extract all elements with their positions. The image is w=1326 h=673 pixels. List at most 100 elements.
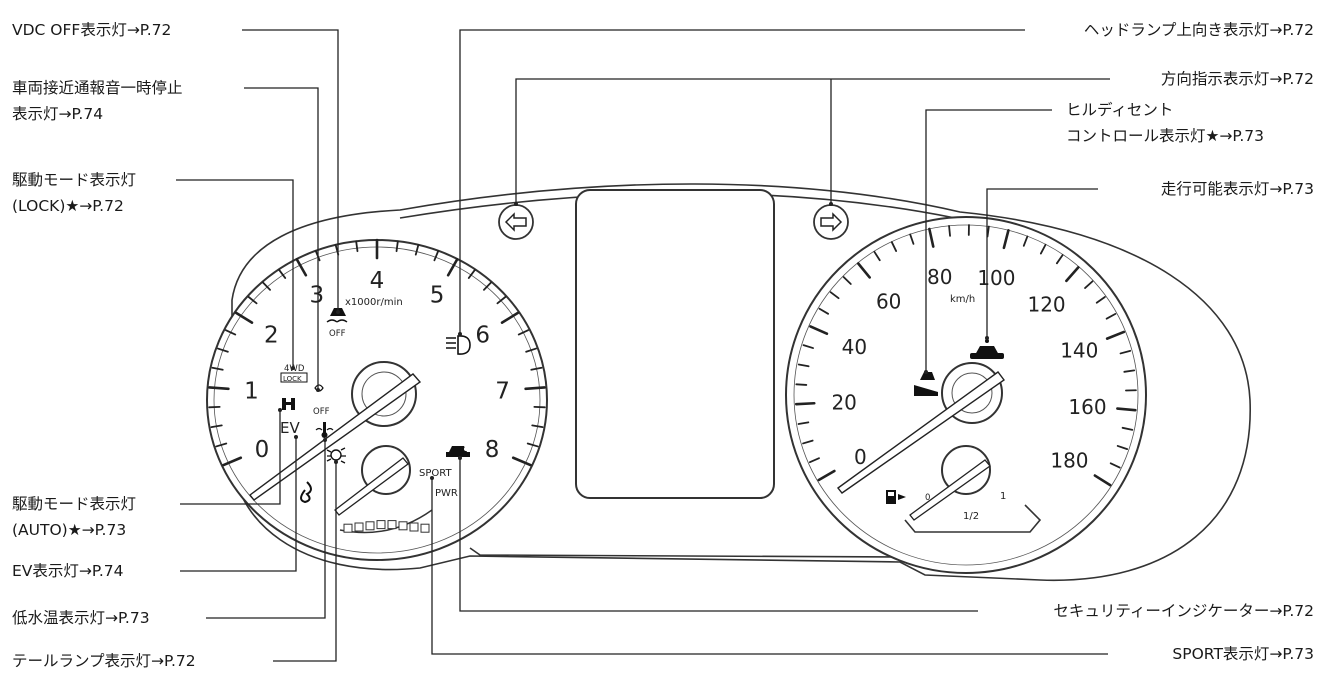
- tacho-tick: [526, 442, 539, 448]
- tacho-tick: [446, 258, 459, 277]
- power-needle: [334, 457, 409, 516]
- tacho-number: 4: [370, 268, 385, 294]
- label-vehicle-approach: 車両接近通報音一時停止 表示灯→P.74: [12, 79, 183, 123]
- tacho-needle: [248, 373, 422, 501]
- speedo-number: 140: [1060, 339, 1098, 363]
- speedo-number: 80: [927, 265, 952, 289]
- fuel-half: 1/2: [963, 511, 979, 522]
- center-display: [575, 189, 775, 499]
- fuel-arc: [904, 504, 1042, 533]
- power-segment: [420, 523, 430, 533]
- speedo-number: 180: [1050, 449, 1088, 473]
- speedo-number: 100: [977, 266, 1015, 290]
- speedo-tick: [1105, 330, 1126, 340]
- speedo-tick: [842, 276, 852, 285]
- low-water-temp-icon: [315, 422, 334, 438]
- eco-icon: [300, 481, 312, 504]
- tacho-tick: [215, 442, 228, 448]
- tacho-tick: [278, 269, 287, 279]
- leader-dots: [278, 202, 989, 480]
- svg-text:LOCK: LOCK: [283, 375, 302, 383]
- label-tail-lamp: テールランプ表示灯→P.72: [12, 652, 196, 670]
- pwr-label: PWR: [435, 488, 458, 499]
- speedo-tick: [794, 401, 816, 406]
- tacho-ticks: [208, 238, 546, 467]
- leader-turn: [515, 78, 1110, 204]
- turn-signal-right-icon: [813, 204, 849, 240]
- label-ev: EV表示灯→P.74: [12, 562, 124, 580]
- tacho-tick: [210, 424, 223, 428]
- leader-tail: [273, 462, 337, 662]
- tacho-tick: [496, 295, 507, 305]
- tacho-tick: [500, 311, 520, 324]
- speedo-number: 20: [831, 391, 856, 415]
- label-high-beam: ヘッドランプ上向き表示灯→P.72: [1083, 21, 1314, 39]
- tacho-number: 2: [264, 323, 279, 349]
- tacho-tick: [467, 269, 476, 279]
- speedo-tick: [928, 227, 935, 248]
- speedo-tick: [986, 225, 990, 238]
- speedo-tick: [909, 233, 915, 245]
- tacho-tick: [262, 281, 271, 291]
- power-segment: [354, 522, 364, 532]
- tacho-tick: [433, 250, 440, 262]
- housing-lower-ledge: [469, 547, 906, 558]
- tacho-tick: [355, 240, 359, 253]
- label-security: セキュリティーインジケーター→P.72: [1053, 602, 1314, 620]
- leader-ev: [180, 437, 297, 572]
- speedo-tick: [1123, 369, 1136, 373]
- tacho-number: 7: [495, 379, 510, 405]
- ready-icon: [970, 339, 1004, 359]
- speedo-tick: [856, 262, 871, 279]
- leader-lines: [176, 29, 1110, 662]
- tacho-tick: [530, 366, 543, 371]
- speedo-ticks: [794, 224, 1137, 487]
- tacho-number: 3: [310, 283, 325, 309]
- speedo-tick: [818, 307, 830, 315]
- label-ready: 走行可能表示灯→P.73: [1160, 180, 1314, 198]
- tacho-tick: [211, 366, 224, 371]
- speedo-number: 60: [876, 290, 901, 314]
- speedo-tick: [817, 469, 836, 482]
- tacho-number: 5: [430, 283, 445, 309]
- speedo-tick: [890, 241, 898, 252]
- speedo-number: 40: [842, 335, 867, 359]
- power-segment: [343, 523, 353, 533]
- speedo-unit: km/h: [950, 294, 975, 305]
- label-hill-descent: ヒルディセント コントロール表示灯★→P.73: [1066, 101, 1264, 145]
- leader-drive-auto: [180, 410, 281, 505]
- tacho-tick: [208, 386, 230, 391]
- tacho-unit: x1000r/min: [345, 297, 403, 308]
- speedo-tick: [1116, 445, 1129, 450]
- sport-indicator: SPORT: [419, 468, 452, 479]
- tacho-tick: [234, 311, 254, 324]
- tacho-tick: [295, 258, 308, 277]
- leader-hill: [925, 109, 1052, 372]
- turn-signal-left-icon: [498, 204, 534, 240]
- leader-vehicle-approach: [244, 87, 319, 390]
- tacho-number: 0: [255, 437, 270, 463]
- fuel-needle: [909, 459, 991, 521]
- label-turn-signal: 方向指示表示灯→P.72: [1160, 70, 1314, 88]
- power-segment: [365, 521, 375, 531]
- label-vdc-off: VDC OFF表示灯→P.72: [12, 21, 172, 39]
- tacho-tick: [517, 329, 530, 336]
- power-segment: [387, 520, 397, 530]
- speedo-tick: [795, 383, 808, 386]
- speedo-tick: [1065, 266, 1080, 283]
- label-low-water-temp: 低水温表示灯→P.73: [12, 609, 150, 627]
- tacho-tick: [395, 240, 399, 253]
- fuel-full: 1: [1000, 491, 1006, 502]
- vdc-off-icon: OFF: [326, 308, 348, 339]
- tacho-tick: [531, 424, 544, 428]
- power-segment: [409, 522, 419, 532]
- speedo-tick: [948, 224, 951, 237]
- leader-ready: [986, 188, 1098, 338]
- speedo-rim-inner: [793, 224, 1139, 566]
- speedo-tick: [809, 325, 829, 336]
- leader-low-water: [206, 440, 326, 619]
- speedo-tick: [1002, 229, 1010, 250]
